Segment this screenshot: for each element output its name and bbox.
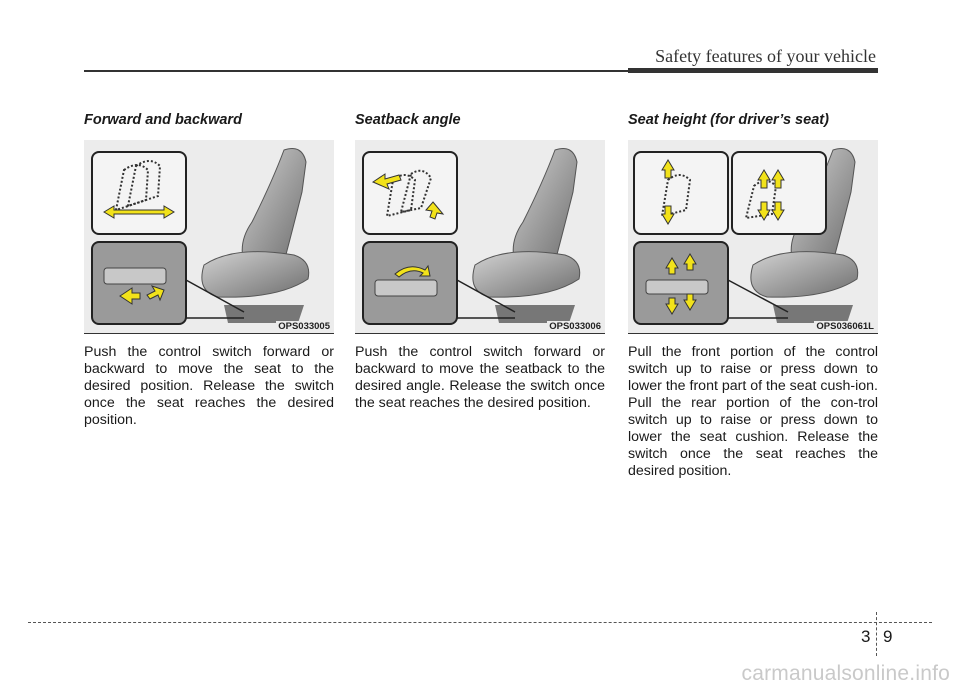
figure-code: OPS033006 — [547, 321, 603, 332]
seatback-angle-illustration — [362, 148, 581, 325]
chapter-number: 3 — [861, 627, 871, 646]
header-rule — [84, 70, 878, 72]
section-heading: Seat height (for driver’s seat) — [628, 112, 829, 128]
footer-divider — [876, 612, 877, 656]
seat-forward-backward-illustration — [91, 148, 310, 325]
section-heading: Seatback angle — [355, 112, 461, 128]
page-number: 9 — [883, 627, 893, 646]
figure-seatback-angle: OPS033006 — [355, 140, 605, 334]
footer-rule — [28, 622, 932, 623]
section-seatback-angle: Seatback angle OPS033006 Push the contro… — [355, 112, 605, 412]
section-body: Push the control switch forward or backw… — [355, 344, 605, 411]
section-body: Push the control switch forward or backw… — [84, 344, 334, 428]
figure-seat-height: OPS036061L — [628, 140, 878, 334]
header-rule-accent — [628, 68, 878, 73]
section-heading: Forward and backward — [84, 112, 242, 128]
watermark[interactable]: carmanualsonline.info — [741, 662, 950, 685]
section-body: Pull the front portion of the control sw… — [628, 344, 878, 479]
seat-height-illustration — [633, 148, 859, 325]
figure-code: OPS033005 — [276, 321, 332, 332]
figure-code: OPS036061L — [814, 321, 876, 332]
section-forward-backward: Forward and backward OPS0330 — [84, 112, 334, 429]
header-title: Safety features of your vehicle — [655, 46, 876, 66]
section-seat-height: Seat height (for driver’s seat) — [628, 112, 878, 480]
figure-forward-backward: OPS033005 — [84, 140, 334, 334]
